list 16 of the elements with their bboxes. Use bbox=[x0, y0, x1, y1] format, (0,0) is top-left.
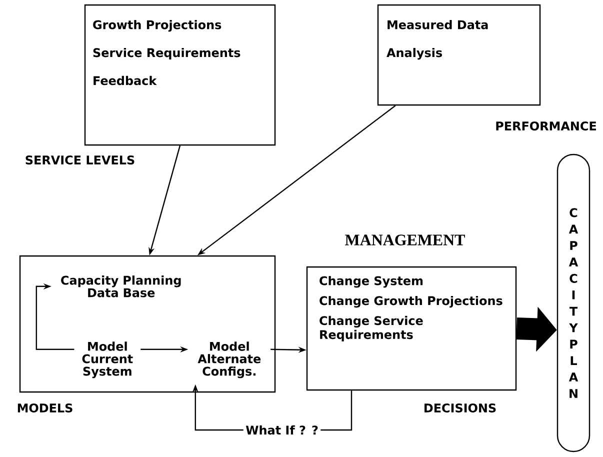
box-caption: SERVICE LEVELS bbox=[26, 155, 134, 165]
box-caption: MODELS bbox=[18, 403, 72, 413]
text-box: Change System Change Growth Projections Change Service Requirements bbox=[306, 266, 517, 391]
box-caption: PERFORMANCE bbox=[496, 121, 596, 131]
box-caption: DECISIONS bbox=[424, 403, 496, 413]
text-box: Measured Data Analysis bbox=[377, 4, 541, 106]
models-box bbox=[19, 255, 276, 393]
diagram-text: Model Alternate Configs. bbox=[198, 342, 261, 378]
diagram-text: What If ? ? bbox=[246, 425, 318, 435]
output-pill: CAPACITY PLAN bbox=[556, 154, 590, 452]
text-box: Growth Projections Service Requirements Feedback bbox=[84, 4, 276, 146]
arrow bbox=[36, 283, 74, 350]
box-heading: MANAGEMENT bbox=[345, 234, 465, 246]
diagram-text: Model Current System bbox=[82, 342, 133, 378]
arrow bbox=[320, 390, 352, 431]
diagram-text: Capacity Planning Data Base bbox=[61, 276, 181, 298]
